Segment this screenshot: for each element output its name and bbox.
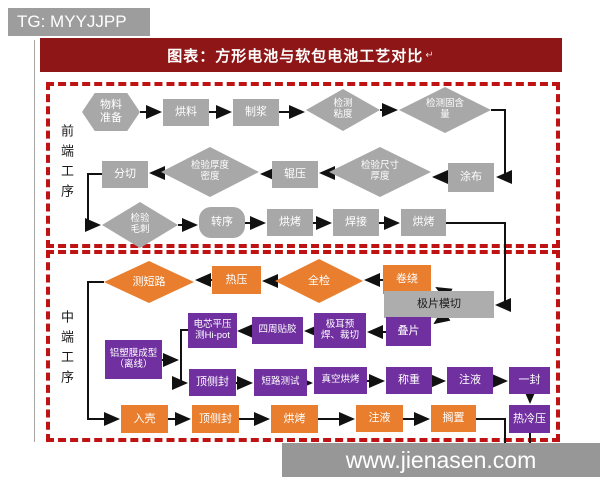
node-bake-material: 烘料 — [163, 99, 209, 126]
node-slitting: 分切 — [102, 161, 148, 188]
node-resting: 搁置 — [431, 405, 476, 432]
node-hot-cold-press: 热冷压 — [509, 405, 550, 433]
node-transfer: 转序 — [199, 207, 245, 238]
node-baking-c: 烘烤 — [271, 405, 318, 433]
node-cell-flat-press-hipot: 电芯平压 测Hi-pot — [188, 313, 237, 348]
node-vacuum-baking: 真空烘烤 — [314, 367, 367, 394]
mid-process-section-border — [46, 250, 560, 442]
figure-left-border — [34, 40, 35, 442]
node-weighing: 称重 — [386, 367, 432, 394]
node-baking-b: 烘烤 — [401, 209, 446, 236]
node-top-side-seal-2: 顶侧封 — [192, 405, 239, 433]
front-section-label: 前端工序 — [59, 124, 74, 204]
node-slurry-making: 制浆 — [233, 99, 279, 126]
front-process-section-border — [46, 82, 560, 248]
node-tab-prewelding-cutting: 极耳预 焊、裁切 — [314, 313, 366, 348]
node-hot-press: 热压 — [212, 266, 261, 294]
node-top-side-seal: 顶侧封 — [189, 369, 236, 396]
source-tag: TG: MYYJJPP — [8, 8, 150, 36]
node-electrolyte-injection: 注液 — [447, 367, 493, 394]
node-electrode-die-cutting: 极片模切 — [384, 291, 494, 318]
node-stacking: 叠片 — [386, 317, 431, 346]
paragraph-mark: ↵ — [425, 49, 435, 61]
node-baking-a: 烘烤 — [267, 209, 313, 236]
flow-connector-group — [85, 103, 537, 445]
node-material-prep: 物料 准备 — [82, 93, 140, 131]
node-injection-2: 注液 — [356, 405, 403, 432]
node-first-seal: 一封 — [509, 367, 550, 394]
node-roll-press: 辊压 — [272, 161, 318, 188]
node-case-insertion: 入壳 — [121, 405, 168, 433]
node-coating: 涂布 — [448, 163, 494, 192]
node-taping-around: 四周贴胶 — [252, 317, 303, 344]
node-alu-film-forming: 铝塑膜成型 （离线） — [105, 340, 162, 379]
node-welding: 焊接 — [333, 209, 379, 236]
node-winding: 卷绕 — [383, 265, 431, 294]
watermark: www.jienasen.com — [282, 443, 600, 477]
figure-title: 图表：方形电池与软包电池工艺对比 — [167, 47, 424, 65]
mid-section-label: 中端工序 — [59, 310, 74, 390]
figure-title-bar: 图表：方形电池与软包电池工艺对比 ↵ — [40, 38, 562, 72]
node-short-circuit-test: 短路测试 — [254, 369, 307, 396]
